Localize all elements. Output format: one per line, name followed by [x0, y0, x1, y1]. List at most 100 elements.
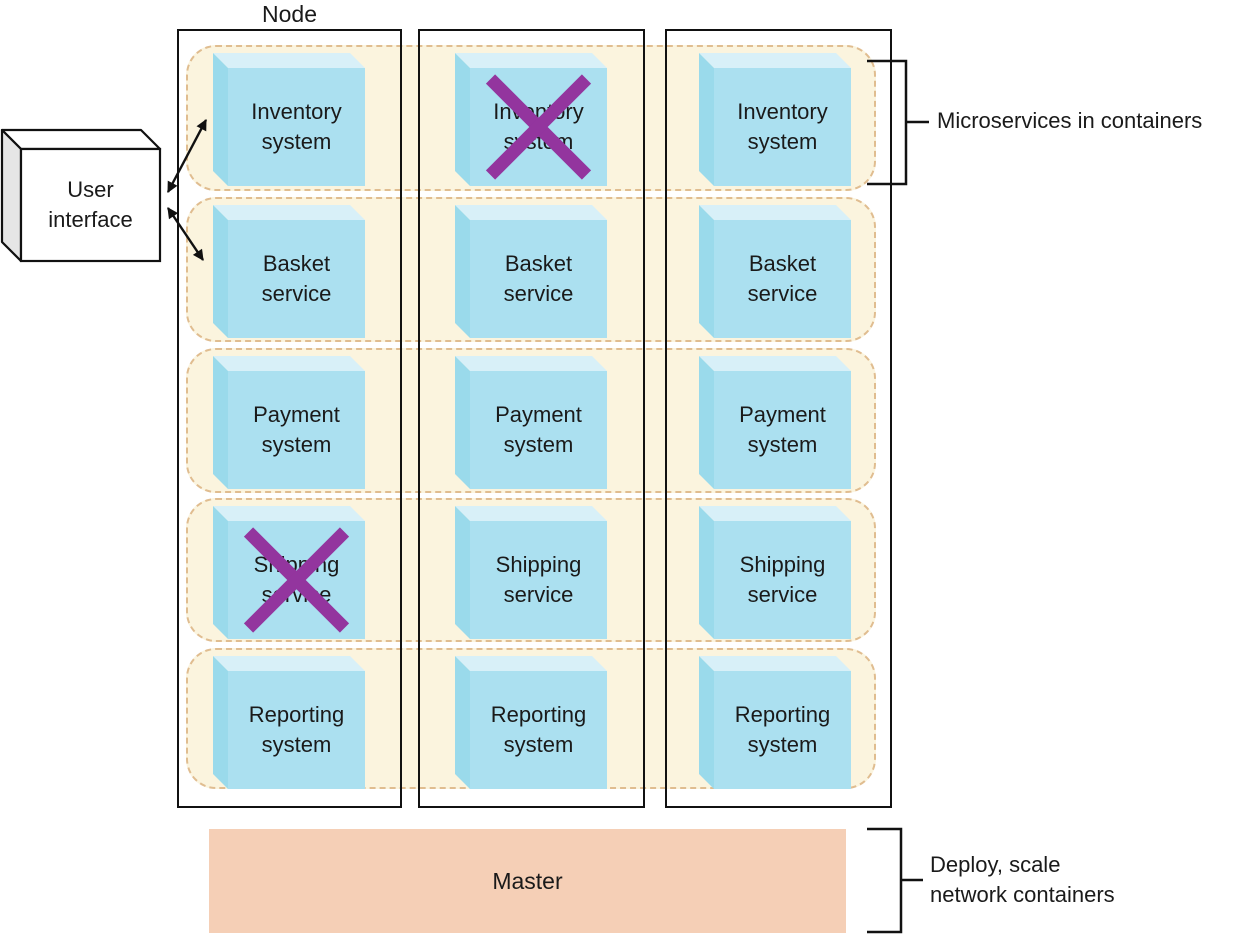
- microservice-cube-reporting-system-node-1: Reporting system: [213, 656, 365, 789]
- cube-label-line1: Reporting: [734, 702, 831, 727]
- cube-label-line2: service: [747, 582, 818, 607]
- cube-left-face: [699, 656, 714, 789]
- cube-front-face: Basket service: [470, 220, 607, 338]
- microservice-cube-inventory-system-node-3: Inventory system: [699, 53, 851, 186]
- annotation-deploy-line1: Deploy, scale: [930, 852, 1061, 877]
- cube-left-face: [213, 356, 228, 489]
- cube-label-line1: Basket: [748, 251, 817, 276]
- ui-label-line2: interface: [48, 207, 133, 232]
- cube-front-face: Payment system: [228, 371, 365, 489]
- cube-label-line1: Shipping: [739, 552, 826, 577]
- crossed-out-x-icon: [243, 527, 350, 633]
- cube-top-face: [455, 506, 607, 521]
- cube-label-line2: service: [747, 281, 818, 306]
- master-label: Master: [492, 867, 563, 894]
- node-box-node-3: [665, 29, 892, 808]
- microservice-cube-shipping-service-node-2: Shipping service: [455, 506, 607, 639]
- cube-front-face: Reporting system: [714, 671, 851, 789]
- node-box-node-1: [177, 29, 402, 808]
- cube-top-face: [699, 205, 851, 220]
- cube-label-line1: Reporting: [248, 702, 345, 727]
- user-interface-label: User interface: [21, 149, 160, 261]
- user-interface-box-shape: [0, 128, 162, 263]
- cube-left-face: [455, 506, 470, 639]
- cube-top-face: [455, 656, 607, 671]
- cube-front-face: Basket service: [714, 220, 851, 338]
- annotation-deploy: Deploy, scale network containers: [930, 850, 1230, 910]
- cube-top-face: [455, 356, 607, 371]
- annotation-deploy-line2: network containers: [930, 882, 1115, 907]
- cube-left-face: [455, 205, 470, 338]
- crossed-out-x-icon: [485, 74, 592, 180]
- node-label: Node: [262, 1, 317, 27]
- cube-front-face: Shipping service: [714, 521, 851, 639]
- cube-top-face: [213, 53, 365, 68]
- ui-box-top-face: [0, 128, 162, 151]
- cube-top-face: [213, 205, 365, 220]
- cube-front-face: Basket service: [228, 220, 365, 338]
- deploy-bracket: [867, 827, 923, 934]
- microservice-cube-basket-service-node-2: Basket service: [455, 205, 607, 338]
- microservice-cube-basket-service-node-3: Basket service: [699, 205, 851, 338]
- user-interface-box: User interface: [0, 128, 164, 266]
- cube-left-face: [699, 506, 714, 639]
- cube-label-line2: system: [261, 732, 332, 757]
- cube-top-face: [213, 506, 365, 521]
- cube-top-face: [699, 53, 851, 68]
- cube-label-line1: Inventory: [737, 99, 828, 124]
- annotation-microservices: Microservices in containers: [937, 108, 1203, 133]
- cube-top-face: [699, 656, 851, 671]
- cube-left-face: [455, 356, 470, 489]
- cube-label-line2: system: [747, 129, 818, 154]
- ui-box-front-face: [19, 147, 162, 263]
- cube-left-face: [699, 356, 714, 489]
- cube-label-line1: Payment: [253, 402, 340, 427]
- cube-label-line1: Payment: [739, 402, 826, 427]
- master-bar: Master: [209, 829, 846, 933]
- cube-label-line1: Shipping: [495, 552, 582, 577]
- cube-top-face: [455, 53, 607, 68]
- cube-top-face: [699, 506, 851, 521]
- cube-label-line2: service: [261, 281, 332, 306]
- cube-label-line1: Inventory: [251, 99, 342, 124]
- cube-top-face: [213, 656, 365, 671]
- cube-left-face: [455, 53, 470, 186]
- node-box-node-2: [418, 29, 645, 808]
- cube-left-face: [455, 656, 470, 789]
- cube-label-line2: service: [503, 281, 574, 306]
- cube-left-face: [213, 506, 228, 639]
- cube-label-line1: Reporting: [490, 702, 587, 727]
- cube-top-face: [455, 205, 607, 220]
- cube-label-line2: system: [503, 732, 574, 757]
- cube-label-line2: system: [503, 432, 574, 457]
- ui-label-line1: User: [67, 177, 114, 202]
- cube-label-line2: system: [747, 732, 818, 757]
- ui-box-left-face: [0, 128, 23, 263]
- cube-front-face: Reporting system: [470, 671, 607, 789]
- microservice-cube-reporting-system-node-2: Reporting system: [455, 656, 607, 789]
- cube-label-line2: system: [261, 432, 332, 457]
- cube-label-line1: Basket: [262, 251, 331, 276]
- cube-left-face: [213, 656, 228, 789]
- cube-top-face: [699, 356, 851, 371]
- cube-front-face: Inventory system: [714, 68, 851, 186]
- cube-left-face: [699, 53, 714, 186]
- cube-front-face: Reporting system: [228, 671, 365, 789]
- microservice-cube-shipping-service-node-3: Shipping service: [699, 506, 851, 639]
- cube-label-line2: service: [503, 582, 574, 607]
- cube-left-face: [213, 53, 228, 186]
- cube-label-line1: Basket: [504, 251, 573, 276]
- microservice-cube-payment-system-node-1: Payment system: [213, 356, 365, 489]
- cube-left-face: [699, 205, 714, 338]
- cube-left-face: [213, 205, 228, 338]
- microservice-cube-reporting-system-node-3: Reporting system: [699, 656, 851, 789]
